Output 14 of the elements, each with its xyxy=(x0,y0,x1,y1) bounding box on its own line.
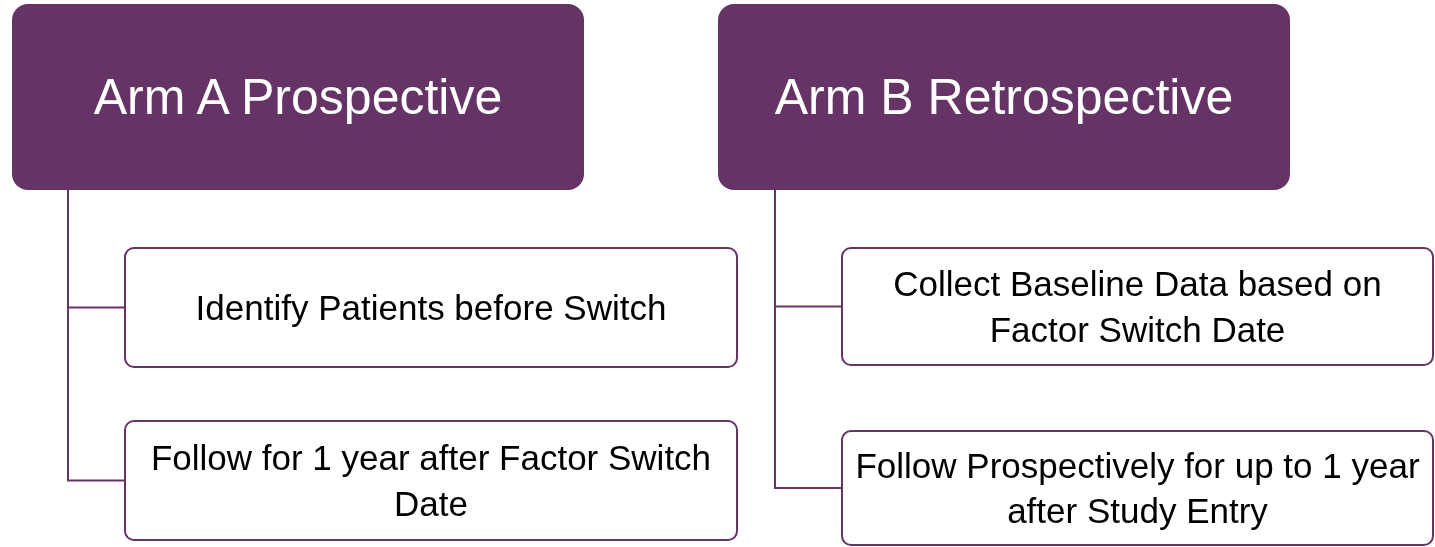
step-box xyxy=(841,247,1434,366)
box-label: Collect Baseline Data based on Factor Switch Date xyxy=(892,263,1383,351)
step-box xyxy=(124,420,738,541)
box-label: Follow Prospectively for up to 1 year after Study Entry xyxy=(854,444,1421,532)
box-label: Follow for 1 year after Factor Switch Date xyxy=(149,437,713,525)
box-label: Identify Patients before Switch xyxy=(195,286,667,329)
connector-line xyxy=(774,189,842,489)
header-box xyxy=(718,4,1290,190)
connector-line xyxy=(67,189,125,482)
box-label: Arm A Prospective xyxy=(93,68,503,126)
step-box xyxy=(124,247,738,368)
step-box xyxy=(841,430,1434,546)
box-label: Arm B Retrospective xyxy=(774,68,1234,126)
header-box xyxy=(12,4,584,190)
